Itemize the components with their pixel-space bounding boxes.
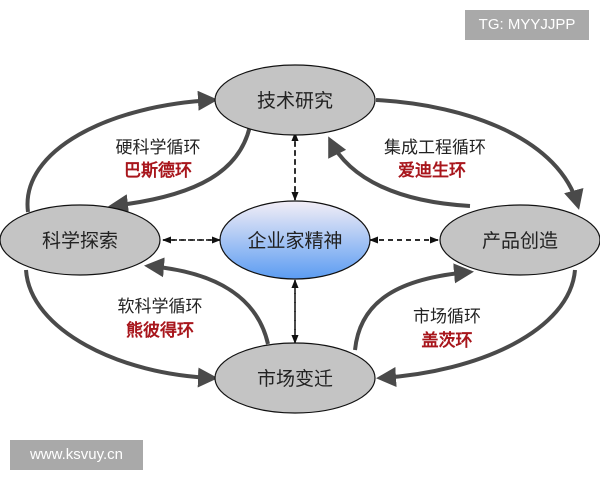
node-market-change-label: 市场变迁 (257, 368, 333, 390)
loop-soft-science-subtitle: 熊彼得环 (126, 320, 194, 341)
loop-market-subtitle: 盖茨环 (422, 330, 473, 351)
arrow-product-to-tech (328, 136, 471, 208)
loop-label-hard-science: 硬科学循环 巴斯德环 (116, 138, 201, 181)
loop-integrated-engineering-subtitle: 爱迪生环 (398, 160, 466, 181)
loop-label-market: 市场循环 盖茨环 (413, 307, 481, 351)
loop-label-integrated-engineering: 集成工程循环 爱迪生环 (384, 138, 486, 181)
node-entrepreneurship-label: 企业家精神 (247, 230, 342, 252)
loop-soft-science-title: 软科学循环 (118, 297, 203, 317)
arrow-market-to-product (353, 263, 474, 351)
node-tech-research-label: 技术研究 (257, 90, 333, 112)
node-science-exploration-label: 科学探索 (42, 230, 118, 252)
arrow-tech-to-science (108, 125, 252, 215)
arrow-science-to-market (24, 269, 218, 388)
arrow-science-to-tech (25, 90, 218, 213)
node-tech-research: 技术研究 (214, 64, 376, 136)
node-product-creation: 产品创造 (439, 204, 600, 276)
arrow-tech-to-product (375, 98, 584, 210)
loop-market-title: 市场循环 (413, 307, 481, 327)
loop-integrated-engineering-title: 集成工程循环 (384, 138, 486, 158)
loop-hard-science-subtitle: 巴斯德环 (124, 160, 192, 181)
arrow-market-to-science (144, 257, 270, 345)
node-entrepreneurship: 企业家精神 (219, 200, 371, 280)
loop-label-soft-science: 软科学循环 熊彼得环 (118, 297, 203, 341)
node-science-exploration: 科学探索 (0, 204, 161, 276)
node-market-change: 市场变迁 (214, 342, 376, 414)
watermark-top-right: TG: MYYJJPP (465, 10, 589, 40)
arrow-product-to-market (376, 269, 577, 388)
watermark-bottom-left: www.ksvuy.cn (10, 440, 143, 470)
loop-hard-science-title: 硬科学循环 (116, 138, 201, 158)
node-product-creation-label: 产品创造 (482, 230, 558, 252)
